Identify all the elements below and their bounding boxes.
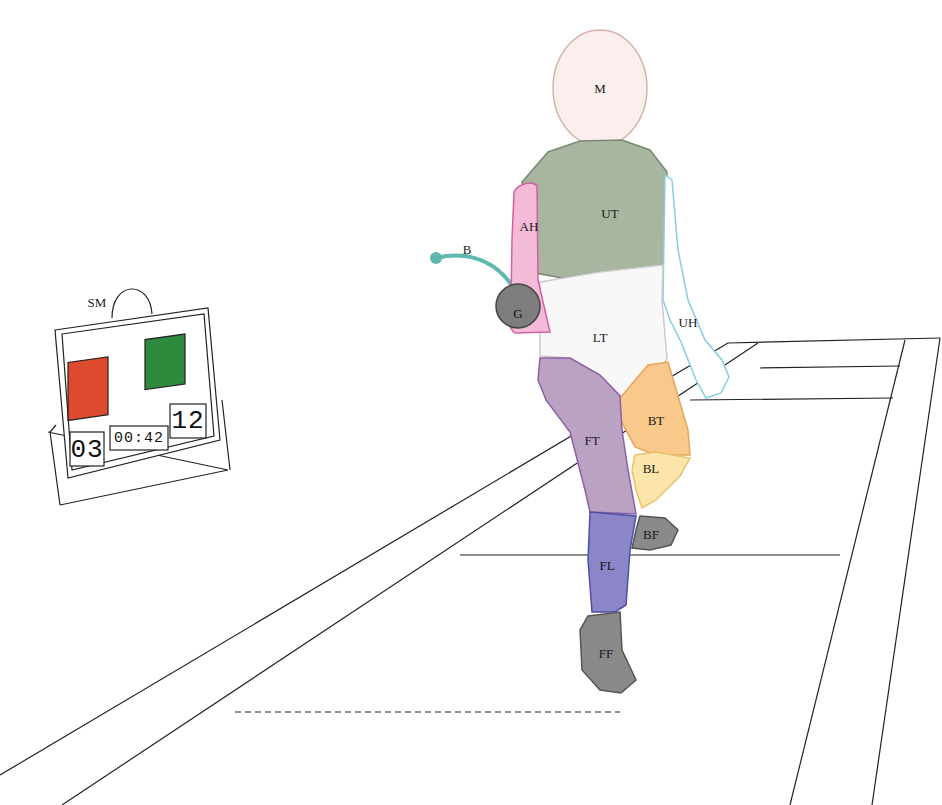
segment-shape <box>632 452 690 508</box>
green-lamp <box>145 334 185 390</box>
segment-shape <box>588 512 636 612</box>
machine-body <box>55 308 220 478</box>
segment-outline <box>661 173 731 400</box>
body-segment: UT <box>520 138 669 280</box>
segment-label: G <box>513 307 522 320</box>
body-segment: M <box>551 28 649 148</box>
segment-shape <box>538 358 636 514</box>
piste-end <box>728 338 940 343</box>
segment-label: AH <box>520 220 539 233</box>
segment-label: UT <box>601 207 618 220</box>
scoring-machine <box>48 289 230 505</box>
segment-label: FL <box>599 559 614 572</box>
piste-edge <box>790 340 905 805</box>
segment-shape <box>553 30 647 146</box>
red-lamp <box>68 357 108 421</box>
piste-dashed-line <box>235 711 620 712</box>
segment-shape <box>632 516 678 550</box>
segment-shape <box>496 284 540 328</box>
segment-label: LT <box>593 331 608 344</box>
machine-bezel <box>62 314 214 470</box>
digit-window <box>110 426 168 450</box>
display-digits: 00:42 <box>114 431 164 446</box>
display-digits: 03 <box>70 437 103 463</box>
segment-label: BL <box>643 462 660 475</box>
display-digits: 12 <box>171 408 204 434</box>
part-label: SM <box>88 296 107 309</box>
segment-shape <box>580 612 636 693</box>
segment-label: BT <box>648 414 665 427</box>
segment-shape <box>618 362 690 455</box>
segment-shape <box>663 175 729 398</box>
body-segment: BL <box>630 450 692 510</box>
piste-line <box>690 398 893 400</box>
blade-tip <box>430 252 442 264</box>
piste-edge <box>872 338 940 805</box>
segment-label: UH <box>679 316 698 329</box>
body-segment: G <box>494 282 542 330</box>
body-segment: UH <box>661 173 731 400</box>
body-segment: FT <box>536 356 638 516</box>
part-label: B <box>463 243 472 256</box>
digit-window <box>70 432 104 466</box>
body-segment: BF <box>630 514 680 552</box>
piste-line <box>760 366 900 368</box>
body-segment: FF <box>578 610 638 695</box>
segment-outline <box>616 360 692 457</box>
body-segment: FL <box>586 510 638 614</box>
digit-window <box>170 404 206 438</box>
body-segment: BT <box>616 360 692 457</box>
segment-shape <box>522 140 667 278</box>
segment-outline <box>630 450 692 510</box>
machine-handle <box>112 289 152 318</box>
segment-outline <box>520 138 669 280</box>
segment-label: FF <box>599 647 613 660</box>
segment-label: BF <box>643 528 659 541</box>
segment-label: M <box>594 82 606 95</box>
segment-label: FT <box>584 434 599 447</box>
piste-line <box>460 554 840 555</box>
